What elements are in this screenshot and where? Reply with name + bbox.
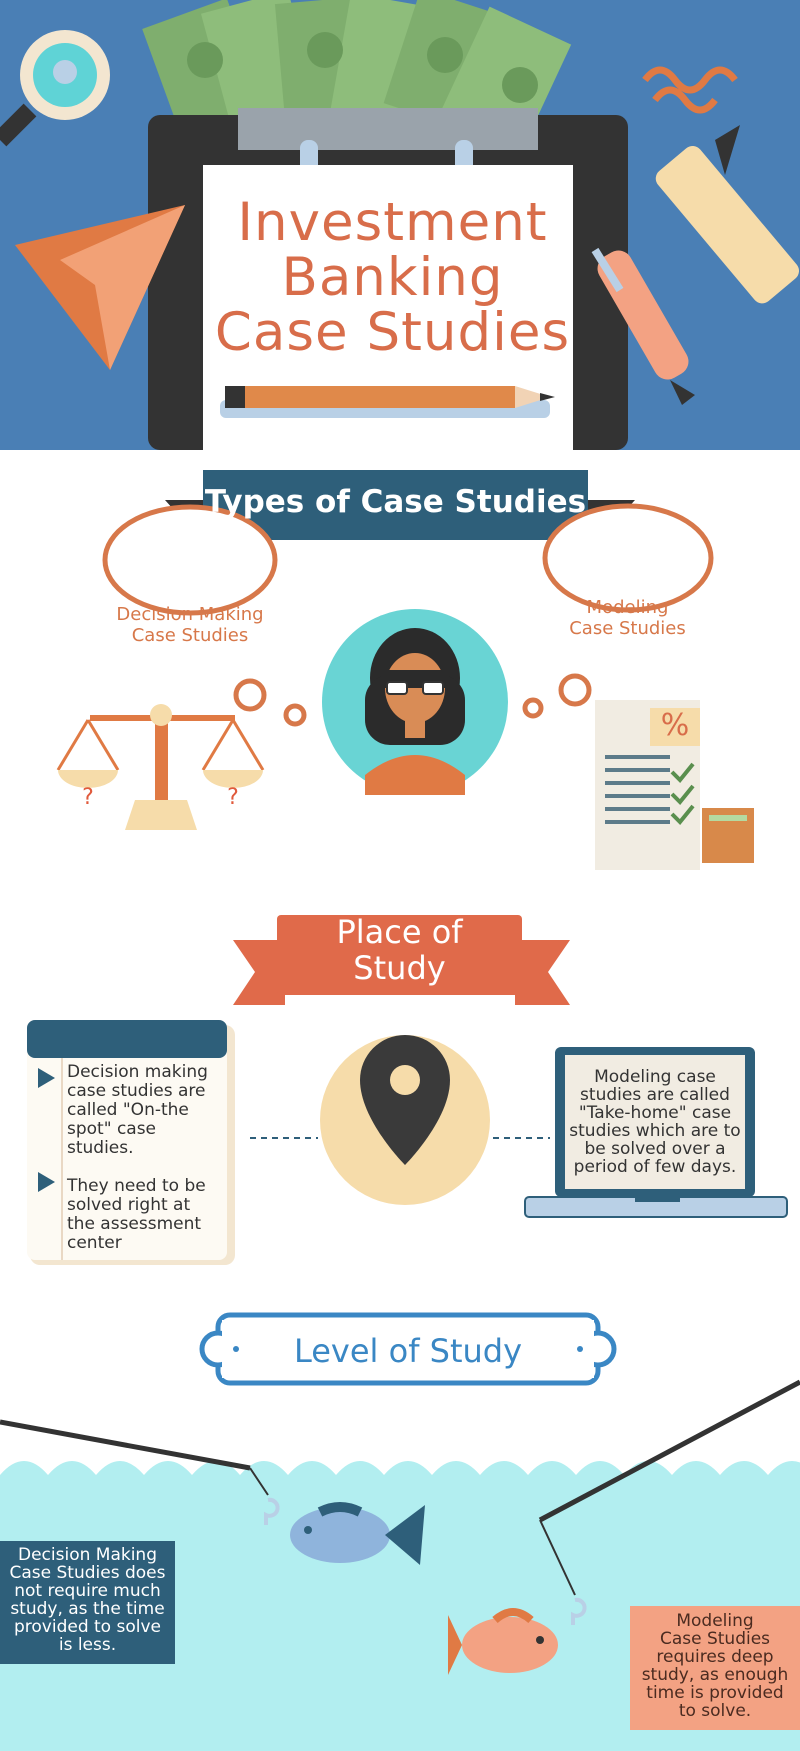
level-left-line: Case Studies does: [9, 1563, 166, 1583]
right-thought-bubble: [542, 503, 714, 613]
level-left-line: provided to solve: [13, 1617, 161, 1637]
right-thought-line-1: Modeling: [586, 597, 669, 618]
note-item-1-line: case studies are: [67, 1081, 206, 1101]
note-item-2-line: center: [67, 1233, 122, 1253]
laptop-line: studies are called: [580, 1085, 730, 1105]
hero-title-line-1: Investment: [237, 192, 548, 253]
place-section-graphics: [27, 915, 788, 1265]
level-right-line: requires deep: [656, 1647, 774, 1667]
laptop-icon: [524, 1047, 788, 1218]
laptop-line: period of few days.: [573, 1157, 737, 1177]
place-banner-line-2: Study: [353, 949, 446, 987]
pencil-icon: [220, 386, 555, 418]
hero-title-line-2: Banking: [281, 247, 504, 308]
hook-icon: [571, 1597, 587, 1625]
left-thought-label: Decision Making Case Studies: [105, 604, 275, 646]
laptop-line: be solved over a: [584, 1139, 726, 1159]
left-thought-line-1: Decision Making: [116, 604, 264, 625]
note-item-2-line: the assessment: [67, 1214, 202, 1234]
magnifier-icon: [0, 30, 110, 147]
level-right-box: Modeling Case Studies requires deep stud…: [630, 1606, 800, 1730]
left-thought-line-2: Case Studies: [131, 625, 249, 646]
laptop-screen-text: Modeling case studies are called "Take-h…: [565, 1068, 745, 1176]
level-left-box: Decision Making Case Studies does not re…: [0, 1541, 175, 1664]
place-banner-line-1: Place of: [336, 913, 463, 951]
level-right-line: Case Studies: [659, 1629, 771, 1649]
level-banner-frame: [199, 1312, 617, 1386]
hero-title-line-3: Case Studies: [214, 302, 571, 363]
note-item-1-line: spot" case: [67, 1119, 157, 1139]
level-left-line: Decision Making: [18, 1545, 157, 1565]
note-item-1-line: called "On-the: [67, 1100, 189, 1120]
level-right-line: to solve.: [678, 1701, 752, 1721]
level-left-line: study, as the time: [10, 1599, 165, 1619]
note-item-1: Decision making case studies are called …: [67, 1063, 227, 1158]
bullet-icon: [38, 1172, 55, 1192]
level-left-line: is less.: [58, 1635, 117, 1655]
blue-fish-icon: [290, 1502, 425, 1565]
hero-section: Investment Banking Case Studies: [0, 0, 800, 450]
types-banner-title: Types of Case Studies: [204, 484, 587, 520]
types-section-graphics: [56, 470, 754, 870]
scale-left-question: ?: [82, 785, 94, 810]
place-banner-ribbon: [233, 915, 570, 1005]
orange-fish-icon: [448, 1608, 558, 1675]
paper-plane-icon: [15, 205, 185, 370]
money-icon: [142, 0, 572, 154]
scales-icon: [56, 704, 265, 830]
marker-icon: [655, 125, 799, 304]
bullet-icon: [38, 1068, 55, 1088]
note-item-1-line: studies.: [67, 1138, 134, 1158]
hero-illustration: [0, 0, 799, 450]
notebook-icon: [27, 1020, 235, 1265]
percent-label: %: [660, 708, 690, 743]
place-banner-title: Place of Study: [277, 914, 522, 986]
note-item-2: They need to be solved right at the asse…: [67, 1177, 227, 1253]
fishing-rod-left: [0, 1419, 251, 1471]
note-item-1-line: Decision making: [67, 1062, 208, 1082]
hero-title: Investment Banking Case Studies: [205, 195, 580, 360]
right-thought-label: Modeling Case Studies: [545, 597, 710, 639]
level-right-line: study, as enough: [641, 1665, 789, 1685]
right-thought-line-2: Case Studies: [569, 618, 686, 639]
laptop-line: Modeling case: [594, 1067, 716, 1087]
pen-icon: [591, 247, 695, 405]
hook-icon: [264, 1497, 280, 1525]
document-icon: [595, 700, 754, 870]
laptop-line: studies which are to: [569, 1121, 741, 1141]
left-thought-bubble: [102, 504, 278, 616]
note-item-2-line: They need to be: [67, 1176, 206, 1196]
scale-right-question: ?: [227, 785, 239, 810]
note-item-2-line: solved right at: [67, 1195, 191, 1215]
level-banner-title: Level of Study: [293, 1332, 523, 1370]
level-right-line: time is provided: [646, 1683, 784, 1703]
fishing-rod-right: [538, 1379, 800, 1523]
squiggle-icon: [642, 66, 738, 114]
level-right-line: Modeling: [676, 1611, 754, 1631]
level-left-line: not require much: [14, 1581, 161, 1601]
person-avatar-icon: [322, 609, 508, 795]
location-pin-icon: [320, 1035, 490, 1205]
laptop-line: "Take-home" case: [578, 1103, 732, 1123]
